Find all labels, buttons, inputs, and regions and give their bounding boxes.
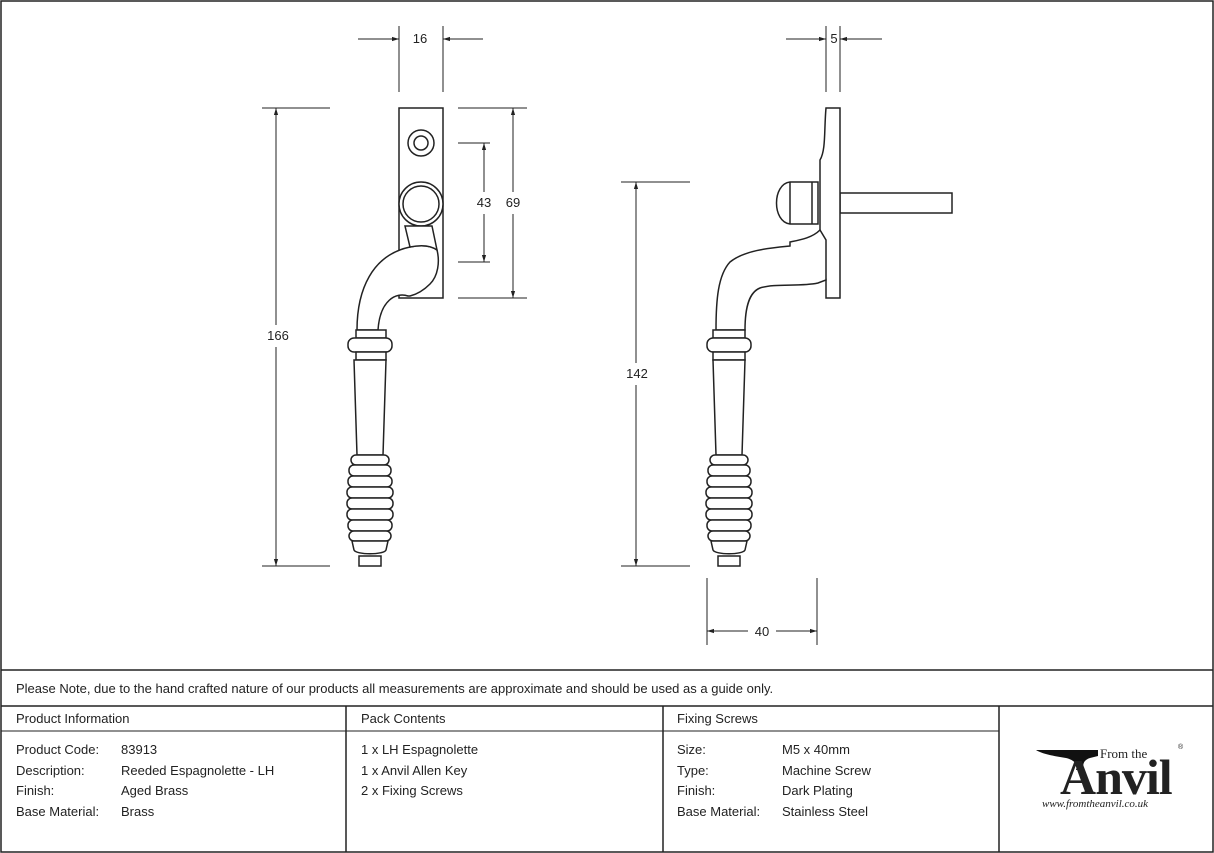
screw-type-value: Machine Screw — [782, 763, 871, 778]
pack-item: 1 x LH Espagnolette — [361, 742, 479, 757]
finish-value: Aged Brass — [121, 783, 189, 798]
disclaimer-row: Please Note, due to the hand crafted nat… — [0, 670, 1214, 706]
logo-from-the: From the — [1100, 746, 1148, 761]
pack-item: 1 x Anvil Allen Key — [361, 763, 468, 778]
front-dimension-lines — [262, 26, 527, 567]
screw-material-label: Base Material: — [677, 804, 761, 819]
logo-registered-mark: ® — [1178, 744, 1184, 751]
description-label: Description: — [16, 763, 85, 778]
logo-url: www.fromtheanvil.co.uk — [1042, 798, 1149, 810]
anvil-logo-graphic — [1036, 750, 1098, 770]
product-code-label: Product Code: — [16, 742, 100, 757]
screw-finish-value: Dark Plating — [782, 783, 853, 798]
description-value: Reeded Espagnolette - LH — [121, 763, 275, 778]
base-material-value: Brass — [121, 804, 155, 819]
side-view-handle — [705, 107, 953, 567]
from-the-anvil-logo: From the ® Anvil www.fromtheanvil.co.uk — [1030, 740, 1190, 820]
dim-front-height: 166 — [267, 328, 289, 343]
dim-side-height: 142 — [626, 366, 648, 381]
dim-plate-inner: 43 — [477, 195, 491, 210]
pack-contents-heading: Pack Contents — [361, 711, 446, 726]
screw-size-value: M5 x 40mm — [782, 742, 850, 757]
logo-wordmark: Anvil — [1060, 749, 1173, 805]
screw-type-label: Type: — [677, 763, 709, 778]
dim-side-thickness: 5 — [830, 31, 837, 46]
base-material-label: Base Material: — [16, 804, 100, 819]
product-info-heading: Product Information — [16, 711, 130, 726]
pack-item: 2 x Fixing Screws — [361, 783, 463, 798]
screw-material-value: Stainless Steel — [782, 804, 868, 819]
side-dimension-lines — [621, 26, 882, 645]
screw-finish-label: Finish: — [677, 783, 716, 798]
dim-front-width: 16 — [413, 31, 427, 46]
front-view-handle — [346, 107, 444, 567]
product-code-value: 83913 — [121, 742, 158, 757]
dim-plate-height: 69 — [506, 195, 520, 210]
finish-label: Finish: — [16, 783, 55, 798]
screw-size-label: Size: — [677, 742, 706, 757]
dim-side-projection: 40 — [755, 624, 769, 639]
fixing-screws-heading: Fixing Screws — [677, 711, 758, 726]
disclaimer-note: Please Note, due to the hand crafted nat… — [16, 681, 774, 696]
